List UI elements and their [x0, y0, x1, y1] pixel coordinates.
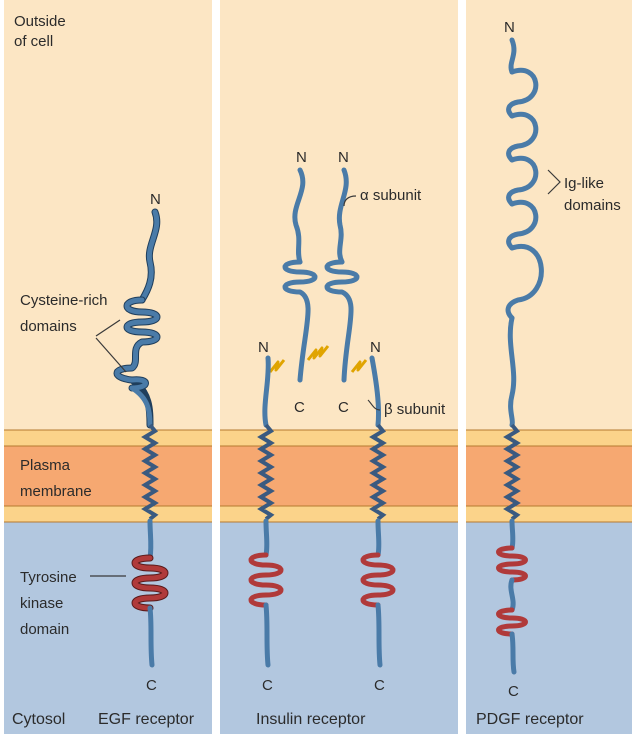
- egf-receptor-caption: EGF receptor: [98, 711, 195, 728]
- insulin-alpha-left-c: C: [294, 399, 305, 416]
- membrane-label-line2: membrane: [20, 483, 92, 500]
- outside-label-line1: Outside: [14, 13, 66, 30]
- insulin-beta-left-n: N: [258, 339, 269, 356]
- pdgf-n-terminus: N: [504, 19, 515, 36]
- insulin-beta-right-n: N: [370, 339, 381, 356]
- panel-insulin: [220, 0, 458, 734]
- insulin-beta-left-c: C: [262, 677, 273, 694]
- insulin-receptor-caption: Insulin receptor: [256, 711, 366, 728]
- egf-n-terminus: N: [150, 191, 161, 208]
- outside-label-line2: of cell: [14, 33, 53, 50]
- egf-domain-label-line1: Cysteine-rich: [20, 292, 108, 309]
- insulin-beta-right-c: C: [374, 677, 385, 694]
- panel-pdgf: [466, 0, 632, 734]
- cytosol-label: Cytosol: [12, 711, 65, 728]
- insulin-alpha-right-n: N: [338, 149, 349, 166]
- beta-subunit-label: β subunit: [384, 401, 446, 418]
- pdgf-receptor-caption: PDGF receptor: [476, 711, 584, 728]
- membrane-label-line1: Plasma: [20, 457, 71, 474]
- egf-kinase-label-line2: kinase: [20, 595, 63, 612]
- pdgf-domain-label-line2: domains: [564, 197, 621, 214]
- pdgf-domain-label-line1: Ig-like: [564, 175, 604, 192]
- insulin-alpha-left-n: N: [296, 149, 307, 166]
- insulin-alpha-right-c: C: [338, 399, 349, 416]
- pdgf-c-terminus: C: [508, 683, 519, 700]
- alpha-subunit-label: α subunit: [360, 187, 422, 204]
- egf-c-terminus: C: [146, 677, 157, 694]
- egf-kinase-label-line1: Tyrosine: [20, 569, 77, 586]
- egf-domain-label-line2: domains: [20, 318, 77, 335]
- egf-kinase-label-line3: domain: [20, 621, 69, 638]
